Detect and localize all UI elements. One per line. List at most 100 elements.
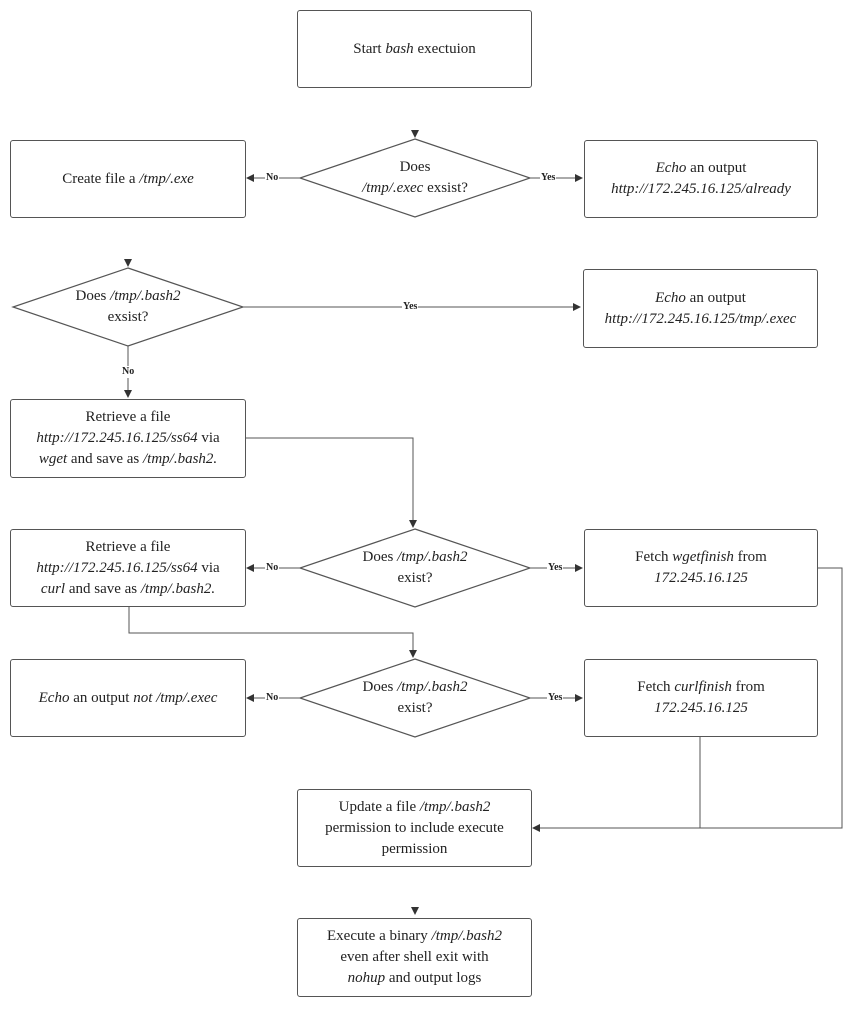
d2-yes-label: Yes <box>402 301 419 313</box>
start-node: Start bash exectuion <box>297 10 532 88</box>
echo_exec-text-line: Echo an output <box>655 288 746 309</box>
d4-text-segment: Does <box>362 679 398 695</box>
curl-text-segment: and save as <box>65 580 141 597</box>
d2-text-line: exsist? <box>108 307 149 328</box>
d2-text-line: Does /tmp/.bash2 <box>75 286 180 307</box>
d2-text-segment: Does <box>75 288 111 304</box>
arrowhead-above-execute <box>411 907 419 915</box>
d4-text-segment: exist? <box>397 700 433 716</box>
update-text-segment: /tmp/.bash2 <box>419 798 491 815</box>
d3-text-line: Does /tmp/.bash2 <box>362 547 467 568</box>
create-text-line: Create file a /tmp/.exe <box>62 169 194 190</box>
d1-text-segment: /tmp/.exec <box>362 180 424 196</box>
decision-1-text: Does/tmp/.exec exsist? <box>330 150 500 206</box>
curlfinish-text-segment: from <box>731 679 765 695</box>
curl-text-line: Retrieve a file <box>86 537 171 558</box>
start-text-segment: Start <box>353 40 386 57</box>
d1-text-segment: exsist? <box>423 180 468 196</box>
d1-text-segment: Does <box>399 159 431 175</box>
execute-text-segment: and output logs <box>385 970 482 986</box>
curl-text-line: curl and save as /tmp/.bash2. <box>41 579 215 600</box>
d3-text-segment: exist? <box>397 570 433 586</box>
echo_not-text-segment: not /tmp/.exec <box>133 689 218 706</box>
decision-diamond-4 <box>298 658 532 738</box>
echo_already-text-line: Echo an output <box>656 158 747 179</box>
connector-wgetfinish-to-update <box>532 567 843 832</box>
echo-not-exec-node: Echo an output not /tmp/.exec <box>10 659 246 737</box>
wget-text-line: http://172.245.16.125/ss64 via <box>36 428 219 449</box>
wget-text-segment: and save as <box>67 451 143 467</box>
curl-text-segment: via <box>197 559 220 576</box>
curlfinish-text-line: 172.245.16.125 <box>654 698 748 719</box>
connector-wget-to-d3 <box>246 437 417 528</box>
execute-text-line: nohup and output logs <box>348 968 482 989</box>
create-text-segment: /tmp/.exe <box>139 170 194 187</box>
curl-retrieve-node: Retrieve a file http://172.245.16.125/ss6… <box>10 529 246 607</box>
decision-3-text: Does /tmp/.bash2 exist? <box>330 540 500 596</box>
d2-text-segment: exsist? <box>107 309 149 325</box>
echo_exec-text-segment: http://172.245.16.125/tmp/.exec <box>604 310 797 327</box>
d1-text-line: /tmp/.exec exsist? <box>362 178 468 199</box>
decision-diamond-1 <box>298 138 532 218</box>
wget-text-segment: http://172.245.16.125/ss64 <box>36 430 198 446</box>
echo-already-node: Echo an output http://172.245.16.125/alre… <box>584 140 818 218</box>
execute-text-line: even after shell exit with <box>340 947 488 968</box>
execute-binary-node: Execute a binary /tmp/.bash2 even after s… <box>297 918 532 997</box>
echo_exec-text-segment: Echo <box>655 289 686 306</box>
echo_already-text-segment: an output <box>686 160 747 176</box>
decision-2-text: Does /tmp/.bash2 exsist? <box>43 279 213 335</box>
d3-text-segment: /tmp/.bash2 <box>397 549 468 565</box>
decision-diamond-3 <box>298 528 532 608</box>
execute-text-segment: nohup <box>347 970 386 986</box>
start-text-segment: exectuion <box>413 40 476 57</box>
update-text-segment: permission <box>381 840 448 857</box>
execute-text-segment: /tmp/.bash2 <box>431 928 502 944</box>
wget-text-segment: via <box>197 430 220 446</box>
curl-text-segment: http://172.245.16.125/ss64 <box>36 559 198 576</box>
echo_already-text-segment: http://172.245.16.125/already <box>611 181 791 197</box>
wget-text-segment: wget <box>38 451 68 467</box>
d2-text-segment: /tmp/.bash2 <box>110 288 181 304</box>
curl-text-segment: /tmp/.bash2. <box>140 580 216 597</box>
curlfinish-text-line: Fetch curlfinish from <box>637 677 765 698</box>
d2-no-label: No <box>121 366 136 378</box>
execute-text-segment: even after shell exit with <box>340 949 489 965</box>
wget-text-segment: /tmp/.bash2. <box>142 451 218 467</box>
wgetfinish-text-segment: Fetch <box>635 549 673 565</box>
wgetfinish-text-segment: from <box>733 549 767 565</box>
echo_exec-text-segment: an output <box>685 289 746 306</box>
wgetfinish-text-segment: 172.245.16.125 <box>654 570 748 586</box>
echo_already-text-segment: Echo <box>655 160 687 176</box>
curl-text-segment: Retrieve a file <box>85 538 171 555</box>
d4-text-line: exist? <box>398 698 433 719</box>
echo_not-text-segment: Echo <box>38 689 70 706</box>
d1-no-label: No <box>265 172 280 184</box>
update-text-line: Update a file /tmp/.bash2 <box>339 797 491 818</box>
update-text-segment: permission to include execute <box>325 819 504 836</box>
execute-text-segment: Execute a binary <box>327 928 432 944</box>
wget-text-line: wget and save as /tmp/.bash2. <box>39 449 217 470</box>
d4-yes-label: Yes <box>547 692 564 704</box>
d3-text-line: exist? <box>398 568 433 589</box>
wget-text-line: Retrieve a file <box>86 407 171 428</box>
start-text-line: Start bash exectuion <box>353 39 476 60</box>
create-file-node: Create file a /tmp/.exe <box>10 140 246 218</box>
wgetfinish-text-line: Fetch wgetfinish from <box>635 547 767 568</box>
d1-yes-label: Yes <box>540 172 557 184</box>
echo_not-text-line: Echo an output not /tmp/.exec <box>39 688 218 709</box>
update-text-line: permission <box>382 839 448 860</box>
d3-no-label: No <box>265 562 280 574</box>
execute-text-line: Execute a binary /tmp/.bash2 <box>327 926 502 947</box>
arrowhead-above-d1 <box>411 130 419 138</box>
arrowhead-above-d2 <box>124 259 132 267</box>
start-text-segment: bash <box>385 40 414 57</box>
curl-text-line: http://172.245.16.125/ss64 via <box>36 558 219 579</box>
wgetfinish-text-line: 172.245.16.125 <box>654 568 748 589</box>
curl-text-segment: curl <box>40 580 66 597</box>
curlfinish-text-segment: Fetch <box>637 679 675 695</box>
